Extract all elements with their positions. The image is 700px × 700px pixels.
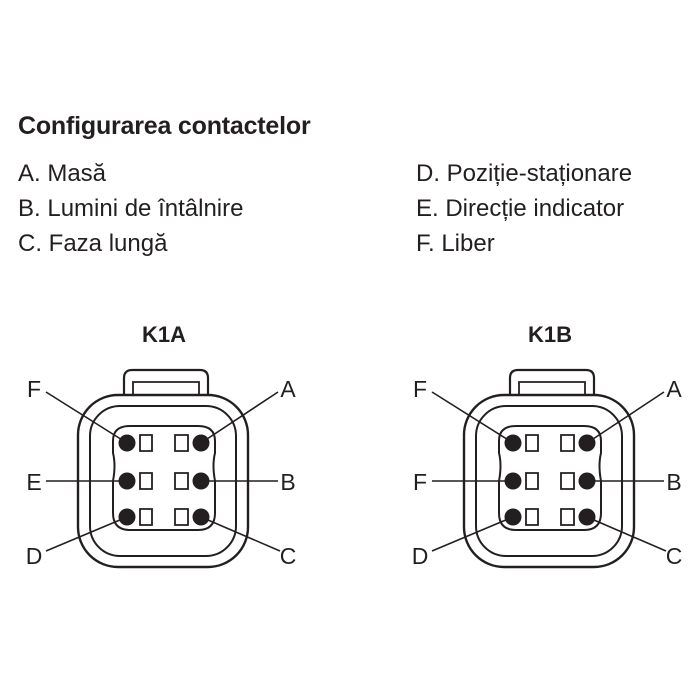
pin-label-mid-right: B: [280, 469, 295, 495]
legend-item-e: E. Direcție indicator: [416, 195, 625, 222]
leader-bottom-right: [586, 516, 667, 552]
pin-label-mid-left: F: [413, 469, 427, 495]
socket-left-3: [525, 508, 539, 526]
leader-top-right: [586, 391, 665, 444]
pin-label-top-right: A: [666, 376, 682, 402]
socket-left-1: [525, 434, 539, 452]
connector-k1b: K1B F F D A B C: [412, 322, 683, 569]
pin-label-bottom-left: D: [412, 543, 429, 569]
legend-item-a: A. Masă: [18, 160, 107, 187]
page-title: Configurarea contactelor: [18, 112, 311, 140]
latch-outline: [122, 368, 210, 398]
latch-outline: [508, 368, 596, 398]
leader-bottom-right: [200, 516, 281, 552]
pin-label-top-right: A: [280, 376, 296, 402]
pin-label-mid-left: E: [26, 469, 41, 495]
pin-label-bottom-right: C: [280, 543, 297, 569]
leader-top-left: [431, 391, 514, 444]
socket-left-2: [525, 472, 539, 490]
legend-item-b: B. Lumini de întâlnire: [18, 195, 244, 222]
leader-bottom-left: [45, 516, 128, 552]
cavity-outline: [112, 425, 216, 531]
pin-label-bottom-left: D: [26, 543, 43, 569]
connector-k1a: K1A F E D A B C: [26, 322, 297, 569]
socket-right-3: [174, 508, 189, 526]
latch-inner: [518, 381, 586, 398]
pin-label-top-left: F: [27, 376, 41, 402]
leader-top-right: [200, 391, 279, 444]
connector-title: K1A: [142, 322, 186, 347]
pin-label-top-left: F: [413, 376, 427, 402]
legend-item-c: C. Faza lungă: [18, 230, 168, 257]
socket-right-3: [560, 508, 575, 526]
socket-left-1: [139, 434, 153, 452]
socket-right-2: [174, 472, 189, 490]
connector-title: K1B: [528, 322, 572, 347]
cavity-outline: [498, 425, 602, 531]
legend-item-d: D. Poziție-staționare: [416, 160, 633, 187]
leader-bottom-left: [431, 516, 514, 552]
socket-left-2: [139, 472, 153, 490]
pin-label-mid-right: B: [666, 469, 681, 495]
legend-item-f: F. Liber: [416, 230, 495, 257]
leader-top-left: [45, 391, 128, 444]
socket-right-2: [560, 472, 575, 490]
socket-right-1: [560, 434, 575, 452]
latch-inner: [132, 381, 200, 398]
pin-label-bottom-right: C: [666, 543, 683, 569]
socket-left-3: [139, 508, 153, 526]
socket-right-1: [174, 434, 189, 452]
